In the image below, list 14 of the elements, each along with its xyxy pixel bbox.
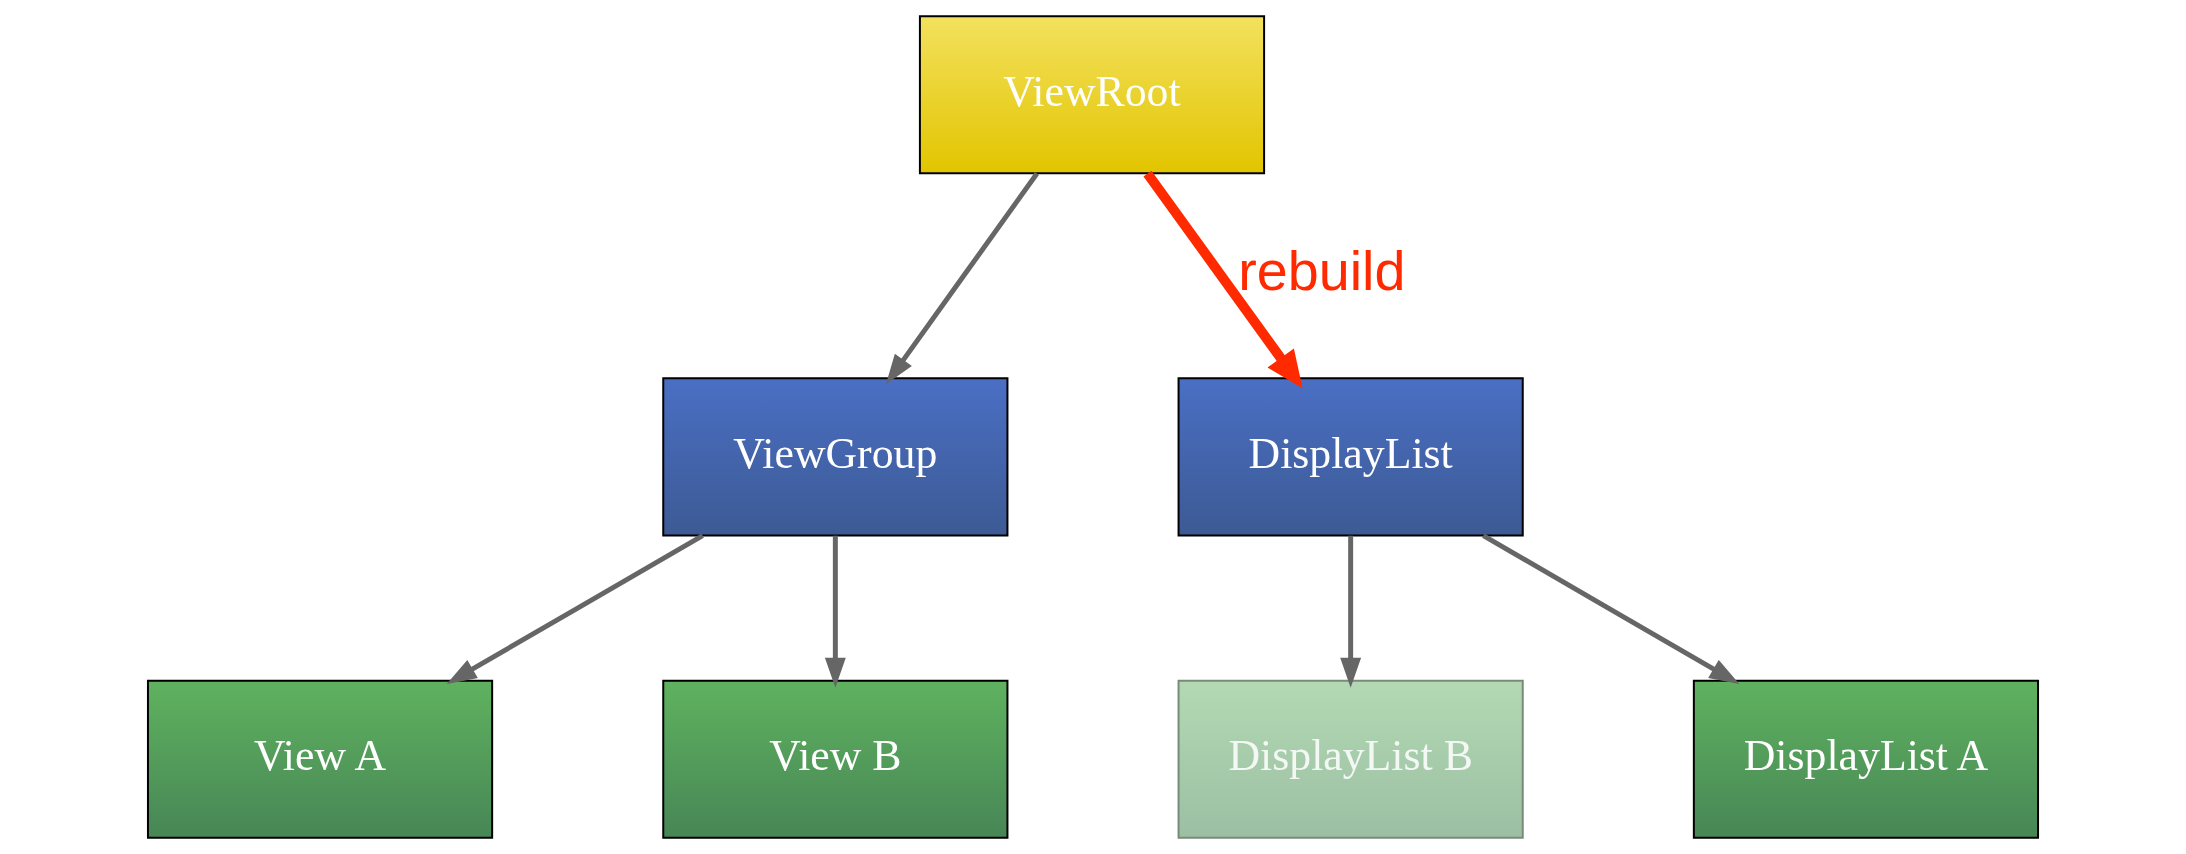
arrow	[885, 172, 1039, 385]
arrow	[1482, 533, 1740, 684]
node-box: DisplayList A	[1692, 679, 2040, 839]
node-box: View A	[146, 679, 494, 839]
node-box: View B	[662, 679, 1009, 839]
edge-label: rebuild	[1238, 239, 1406, 302]
node-box: ViewGroup	[662, 377, 1009, 537]
arrow	[1340, 535, 1362, 688]
arrow	[446, 533, 704, 684]
arrow	[824, 535, 846, 688]
node-box: ViewRoot	[918, 15, 1266, 175]
arrow	[1143, 170, 1303, 389]
node-box: DisplayList	[1177, 377, 1524, 537]
node-box: DisplayList B	[1177, 679, 1524, 839]
